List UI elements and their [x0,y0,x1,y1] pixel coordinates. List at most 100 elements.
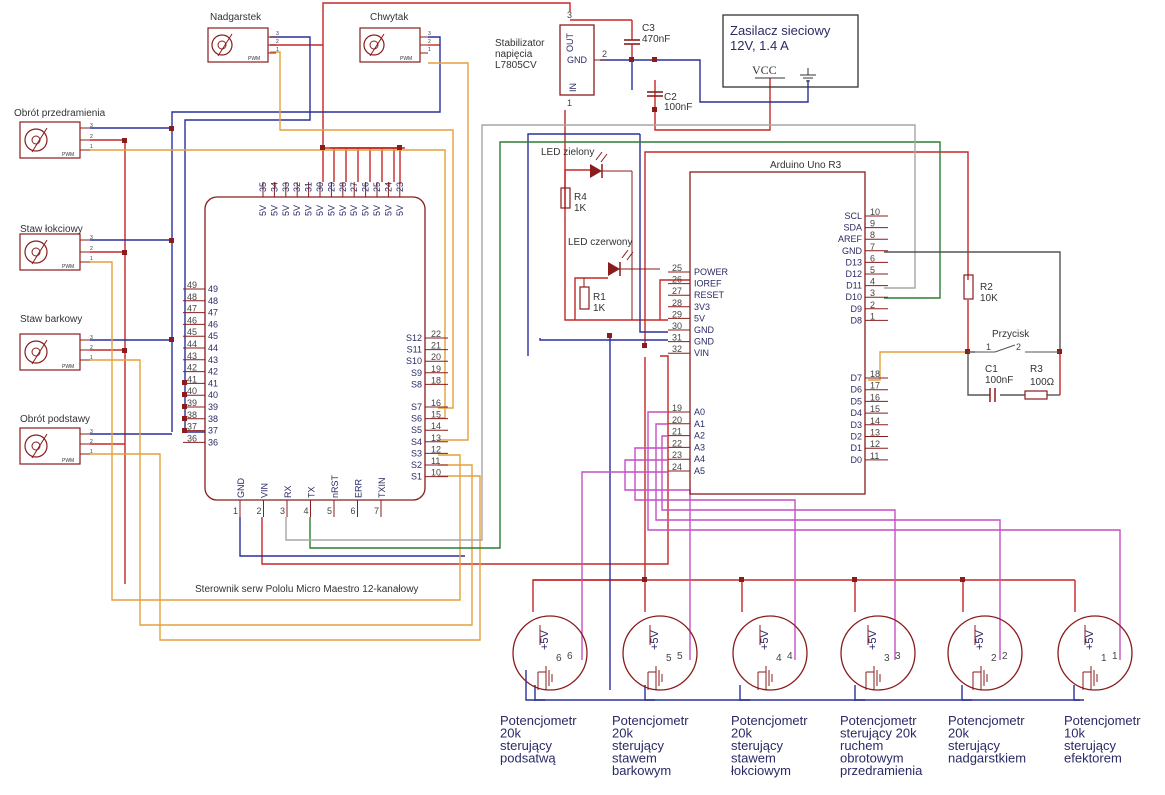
servo-label-nadgarstek: Nadgarstek [210,12,262,23]
maestro-right-pin-name: S10 [406,356,422,366]
arduino-pin-name: A5 [694,466,705,476]
arduino-pin-num: 26 [672,275,682,285]
regulator-pin-out: OUT [565,33,575,53]
potentiometer-pin-inner: 4 [776,653,782,664]
arduino-pin-num: 30 [672,321,682,331]
servo-pin-2: 2 [90,134,93,140]
arduino-pin-num: 9 [870,219,875,229]
pushbutton-circuit: R2 10K Przycisk 1 2 C1 100nF R3 100Ω [963,274,1060,402]
servo-pin-2: 2 [90,246,93,252]
arduino-pin-num: 12 [870,439,880,449]
servo-label-staw-barkowy: Staw barkowy [20,314,82,325]
c3-value: 470nF [642,34,670,45]
arduino-pin-num: 24 [672,462,682,472]
servo-horn-icon [363,34,385,56]
maestro-top-pin-num: 25 [372,182,382,192]
maestro-right-pin-name: S6 [411,414,422,424]
maestro-left-pin-num: 49 [187,280,197,290]
arduino-pin-name: SDA [843,223,862,233]
arduino-pin-num: 7 [870,242,875,252]
junctions [122,57,1062,582]
arduino-pin-name: D11 [846,281,862,291]
arduino-pin-name: 3V3 [694,302,710,312]
maestro-right-pin-num: 11 [431,456,440,466]
maestro-left-pin-num: 44 [187,339,197,349]
led-red-label: LED czerwony [568,237,632,248]
servo-pwm-label: PWM [62,458,74,464]
potentiometer-label-line: sterujący 20k [840,726,917,741]
maestro-bottom-pin-num: 4 [304,506,309,516]
arduino-pin-name: D4 [850,408,862,418]
arduino-pin-num: 21 [672,427,682,437]
arduino-pin-num: 13 [870,428,880,438]
arduino-pin-name: D2 [850,432,862,442]
vcc-label: VCC [752,63,777,77]
maestro-top-pin-num: 26 [361,182,371,192]
potentiometer-pin-outer: 4 [787,651,793,662]
potentiometer-label-line: sterujący [612,738,665,753]
servo-pin-3: 3 [90,335,93,341]
maestro-right-pin-name: S5 [411,425,422,435]
potentiometer-plus-label: +5V [539,629,551,650]
c2-name: C2 [664,92,677,103]
maestro-left-pin-name: 41 [208,378,218,388]
servo-nadgarstek: 3 2 1 PWM [207,27,279,63]
maestro-top-pin-name: 5V [281,205,291,216]
potentiometer-label-line: ruchem [840,738,883,753]
potentiometer-label-line: Potencjometr [948,713,1025,728]
arduino-pin-name: D12 [845,269,862,279]
regulator-label-2: napięcia [495,49,533,60]
blue-wires [90,36,1084,701]
servo-staw-lokciowy: 3 2 1 PWM [19,233,93,271]
potentiometer-plus-label: +5V [649,629,661,650]
maestro-left-pin-name: 49 [208,284,218,294]
potentiometer-plus-label: +5V [867,629,879,650]
maestro-top-pin-num: 35 [258,182,268,192]
maestro-top-pin-num: 33 [281,182,291,192]
servo-horn-icon [24,340,48,364]
maestro-right-pin-name: S1 [411,472,422,482]
maestro-top-pin-name: 5V [395,205,405,216]
arduino-pin-num: 22 [672,438,682,448]
maestro-bottom-pin-name: RX [283,485,293,498]
maestro-bottom-pin-name: GND [236,478,246,499]
maestro-right-pin-num: 20 [431,352,441,362]
arduino-pin-name: D3 [850,420,862,430]
servo-pin-3: 3 [90,429,93,435]
potentiometer-label-line: barkowym [612,763,671,778]
arduino-pin-name: D1 [850,443,862,453]
maestro-bottom-pin-num: 6 [351,506,356,516]
potentiometer-label-line: nadgarstkiem [948,751,1026,766]
ground-icon [537,666,553,690]
maestro-top-pin-name: 5V [304,205,314,216]
servo-horn-icon [24,128,48,152]
servo-pin-1: 1 [276,47,279,53]
maestro-top-pin-name: 5V [326,205,336,216]
maestro-right-pin-num: 14 [431,421,441,431]
arduino-pin-name: GND [842,246,863,256]
arduino-pin-name: D8 [850,315,862,325]
maestro-left-pin-num: 42 [187,363,197,373]
maestro-right-pin-name: S12 [406,333,422,343]
arduino-pin-name: AREF [838,234,863,244]
maestro-left-pin-name: 46 [208,319,218,329]
maestro-bottom-pin-num: 2 [257,506,262,516]
green-wire [309,141,941,549]
arduino-pin-num: 18 [870,369,880,379]
potentiometer-label-line: 20k [500,726,521,741]
button-pin2: 2 [1016,342,1021,352]
regulator-label-1: Stabilizator [495,38,545,49]
potentiometer-label-line: 10k [1064,726,1085,741]
arduino-pin-name: D0 [850,455,862,465]
maestro-right-pin-num: 15 [431,410,441,420]
r2-name: R2 [980,282,993,293]
maestro-top-pin-num: 30 [315,182,325,192]
r3-value: 100Ω [1030,377,1055,388]
voltage-regulator: OUT GND IN 3 2 1 Stabilizator napięcia L… [495,10,607,108]
maestro-top-pin-name: 5V [383,205,393,216]
